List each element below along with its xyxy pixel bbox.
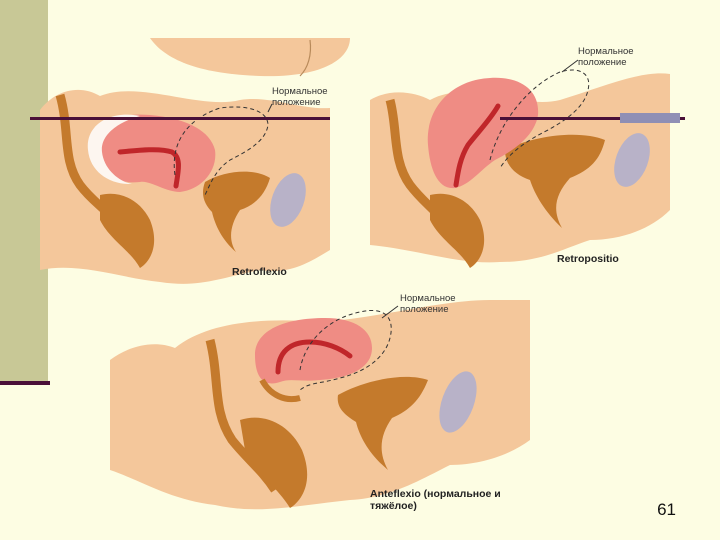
anteflexio-bladder-organ [337,376,428,470]
retropositio-bladder-organ [505,134,605,228]
retroflexio-rectum [100,193,155,268]
retroflexio-uterus [91,114,216,192]
retropositio-cavity [453,103,501,188]
anteflexio-cavity [275,339,353,375]
anteflexio-caption: Anteflexio (нормальное и тяжёлое) [370,488,501,512]
caption-line: Anteflexio (нормальное и [370,488,501,500]
retroflexio-symphysis [270,173,306,227]
retroflexio-caption: Retroflexio [232,266,287,278]
anteflexio-symphysis [439,371,477,433]
top-partial-body [150,38,350,77]
retropositio-rectum [430,193,485,268]
retroflexio-normal-outline [173,106,269,196]
label-line: Нормальное [578,46,634,57]
anteflexio-rectum [240,417,308,508]
retropositio-symphysis [614,133,650,187]
accent-rule-right [500,117,685,120]
accent-bar-right [620,113,680,123]
retroflexio-normal-position-label: Нормальное положение [272,86,328,108]
sidebar-bottom-rule [0,381,50,385]
caption-line: тяжёлое) [370,500,417,512]
label-line: Нормальное [400,293,456,304]
label-line: положение [272,97,321,108]
anteflexio-illustration [110,300,530,510]
accent-rule-left [30,117,330,120]
label-line: положение [578,57,627,68]
retroflexio-bladder-organ [202,171,270,252]
anteflexio-normal-position-label: Нормальное положение [400,293,456,315]
retropositio-normal-outline [489,69,590,169]
anteflexio-uterus [255,318,372,384]
retroflexio-cavity [117,147,181,189]
retropositio-normal-position-label: Нормальное положение [578,46,634,68]
retroflexio-illustration [40,89,330,284]
label-line: Нормальное [272,86,328,97]
page-number: 61 [657,500,676,519]
retropositio-illustration [370,59,670,268]
retropositio-uterus [427,77,539,189]
anteflexio-normal-outline [299,310,392,391]
label-line: положение [400,304,449,315]
retropositio-caption: Retropositio [557,253,619,265]
